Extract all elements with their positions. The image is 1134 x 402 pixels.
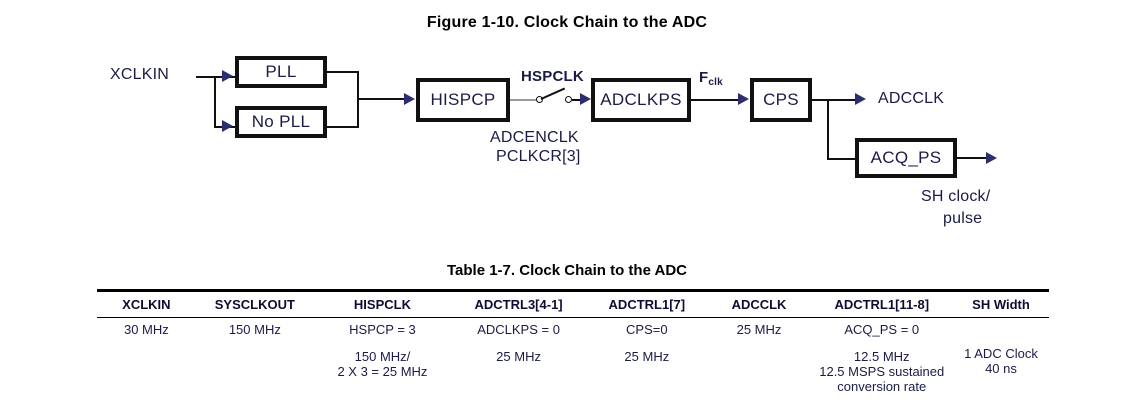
cell-text: ADCLKPS = 0	[477, 322, 560, 337]
cell-adctrl1-11-8: ACQ_PS = 0 12.5 MHz 12.5 MSPS sustained …	[811, 318, 953, 394]
col-header-adctrl1-11-8: ADCTRL1[11-8]	[810, 289, 953, 318]
node-pll-label: PLL	[265, 62, 297, 81]
cell-xclkin: 30 MHz	[97, 318, 196, 395]
arrow-sh-clock-out	[986, 152, 997, 164]
wire-cps-to-adcclk	[812, 99, 859, 101]
node-acq-ps[interactable]: ACQ_PS	[855, 138, 957, 178]
col-header-sh-width: SH Width	[952, 289, 1049, 318]
label-sh-clock-line1: SH clock/	[921, 188, 991, 205]
cell-adctrl1-7: CPS=0 25 MHz	[586, 318, 707, 395]
cell-text: HSPCP = 3	[349, 322, 416, 337]
cell-sysclkout: 150 MHz	[196, 318, 314, 395]
node-hispcp-label: HISPCP	[430, 90, 496, 109]
cell-text: 150 MHz	[228, 322, 281, 337]
cell-text: 25 MHz	[736, 322, 782, 337]
cell-text: 1 ADC Clock	[964, 346, 1038, 361]
wire-adclkps-to-cps	[691, 99, 743, 101]
arrow-into-hispcp	[404, 93, 415, 105]
cell-text: 150 MHz/	[354, 349, 411, 364]
node-acq-ps-label: ACQ_PS	[870, 148, 942, 167]
cell-text: 30 MHz	[123, 322, 169, 337]
col-header-sysclkout: SYSCLKOUT	[195, 289, 314, 318]
arrow-into-adclkps	[580, 93, 591, 105]
switch-contact-left	[536, 96, 543, 103]
cell-adctrl3-4-1: ADCLKPS = 0 25 MHz	[451, 318, 586, 395]
wire-merge-to-hispcp	[357, 98, 409, 100]
label-fclk-base: F	[699, 69, 709, 86]
cell-text: 25 MHz	[496, 349, 541, 364]
label-adcenclk: ADCENCLK	[490, 129, 579, 146]
cell-text: CPS=0	[626, 322, 668, 337]
cell-text: 40 ns	[985, 361, 1017, 376]
cell-text: 2 X 3 = 25 MHz	[337, 364, 428, 379]
table-header-row: XCLKIN SYSCLKOUT HISPCLK ADCTRL3[4-1] AD…	[97, 289, 1049, 318]
wire-nopll-out	[327, 126, 359, 128]
wire-xclkin-split	[214, 76, 216, 128]
clock-chain-diagram: XCLKIN PLL No PLL HISPCP HSPCLK ADCENCLK…	[0, 40, 1134, 255]
cell-text: 12.5 MHz	[853, 349, 910, 364]
node-adclkps[interactable]: ADCLKPS	[591, 78, 691, 122]
node-adclkps-label: ADCLKPS	[600, 90, 682, 109]
wire-pll-out	[327, 71, 359, 73]
node-no-pll[interactable]: No PLL	[235, 106, 327, 138]
table-row: 30 MHz 150 MHz HSPCP = 3 150 MHz/ 2 X 3 …	[97, 318, 1049, 395]
col-header-xclkin: XCLKIN	[97, 289, 196, 318]
label-pclkcr: PCLKCR[3]	[496, 148, 581, 165]
arrow-adcclk-out	[855, 93, 866, 105]
col-header-hispclk: HISPCLK	[313, 289, 452, 318]
label-adcclk: ADCCLK	[878, 90, 945, 107]
arrow-into-pll	[222, 70, 233, 82]
arrow-into-nopll	[222, 120, 233, 132]
col-header-adctrl3-4-1: ADCTRL3[4-1]	[451, 289, 587, 318]
figure-caption: Figure 1-10. Clock Chain to the ADC	[426, 14, 708, 31]
label-fclk: Fclk	[699, 69, 723, 88]
switch-contact-right	[565, 96, 572, 103]
wire-switch-to-adclkps	[572, 99, 584, 101]
cell-text: 25 MHz	[624, 349, 670, 364]
node-hispcp[interactable]: HISPCP	[416, 78, 510, 122]
switch-blade[interactable]	[540, 87, 566, 100]
arrow-into-cps	[738, 93, 749, 105]
cell-hispclk: HSPCP = 3 150 MHz/ 2 X 3 = 25 MHz	[314, 318, 451, 395]
cell-sh-width: 1 ADC Clock 40 ns	[953, 318, 1049, 395]
label-sh-clock-line2: pulse	[943, 210, 983, 227]
cell-text: ACQ_PS = 0	[844, 322, 920, 337]
node-cps[interactable]: CPS	[750, 78, 812, 122]
wire-branch-to-acqps	[827, 158, 859, 160]
label-fclk-subscript: clk	[708, 77, 723, 88]
node-cps-label: CPS	[763, 90, 799, 109]
wire-hispcp-to-switch	[510, 99, 537, 101]
col-header-adctrl1-7: ADCTRL1[7]	[586, 289, 708, 318]
label-xclkin: XCLKIN	[110, 66, 169, 83]
table-caption: Table 1-7. Clock Chain to the ADC	[446, 262, 688, 279]
col-header-adcclk: ADCCLK	[707, 289, 811, 318]
node-pll[interactable]: PLL	[235, 56, 327, 88]
cell-adcclk: 25 MHz	[708, 318, 811, 395]
wire-acqps-out	[957, 157, 990, 159]
node-no-pll-label: No PLL	[251, 112, 311, 131]
wire-cps-branch-down	[827, 99, 829, 160]
cell-text: 12.5 MSPS sustained	[819, 364, 945, 379]
cell-text: conversion rate	[837, 379, 927, 394]
wire-xclkin	[196, 76, 236, 78]
label-hspclk: HSPCLK	[521, 68, 584, 85]
clock-chain-table: XCLKIN SYSCLKOUT HISPCLK ADCTRL3[4-1] AD…	[97, 289, 1049, 394]
